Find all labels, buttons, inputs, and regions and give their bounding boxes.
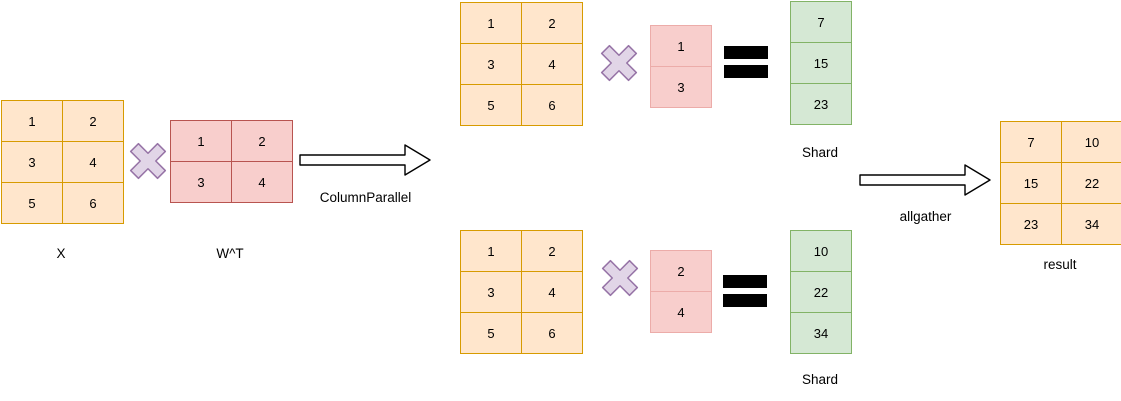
matrix-cell: 34 — [790, 312, 852, 354]
matrix-cell: 6 — [521, 312, 583, 354]
equals-icon — [724, 46, 768, 78]
matrix-cell: 4 — [231, 161, 293, 203]
matrix-cell: 5 — [460, 84, 522, 126]
matrix-cell: 7 — [1000, 121, 1062, 163]
matrix-cell: 2 — [521, 2, 583, 44]
matrix-cell: 10 — [1061, 121, 1121, 163]
matrix-cell: 2 — [62, 100, 124, 142]
label-allgather: allgather — [899, 209, 952, 224]
matrix-cell: 2 — [650, 250, 712, 292]
multiply-icon — [601, 259, 639, 297]
matrix-cell: 22 — [790, 271, 852, 313]
matrix-cell: 1 — [1, 100, 63, 142]
matrix-shard1-output: 7 15 23 — [790, 1, 852, 125]
matrix-cell: 4 — [521, 271, 583, 313]
matrix-cell: 3 — [460, 43, 522, 85]
matrix-cell: 7 — [790, 1, 852, 43]
matrix-cell: 5 — [460, 312, 522, 354]
matrix-cell: 23 — [1000, 203, 1062, 245]
label-shard1: Shard — [801, 145, 839, 160]
equals-icon — [723, 275, 767, 307]
matrix-cell: 1 — [170, 120, 232, 162]
matrix-cell: 1 — [650, 25, 712, 67]
matrix-cell: 15 — [790, 42, 852, 84]
matrix-cell: 15 — [1000, 162, 1062, 204]
matrix-cell: 1 — [460, 230, 522, 272]
label-result: result — [1043, 257, 1077, 272]
matrix-shard2-weight: 2 4 — [650, 250, 712, 333]
matrix-cell: 22 — [1061, 162, 1121, 204]
label-x-matrix: X — [56, 246, 66, 261]
matrix-cell: 3 — [460, 271, 522, 313]
matrix-cell: 5 — [1, 182, 63, 224]
label-wt-matrix: W^T — [216, 246, 244, 261]
label-column-parallel: ColumnParallel — [319, 190, 412, 205]
matrix-cell: 3 — [650, 66, 712, 108]
label-shard2: Shard — [801, 372, 839, 387]
matrix-cell: 1 — [460, 2, 522, 44]
matrix-cell: 4 — [521, 43, 583, 85]
matrix-cell: 2 — [231, 120, 293, 162]
multiply-icon — [600, 44, 638, 82]
matrix-cell: 34 — [1061, 203, 1121, 245]
matrix-cell: 4 — [62, 141, 124, 183]
multiply-icon — [129, 142, 167, 180]
matrix-cell: 2 — [521, 230, 583, 272]
matrix-cell: 4 — [650, 291, 712, 333]
matrix-cell: 23 — [790, 83, 852, 125]
right-arrow-icon — [859, 164, 991, 196]
matrix-cell: 3 — [170, 161, 232, 203]
matrix-shard2-output: 10 22 34 — [790, 230, 852, 354]
matrix-cell: 6 — [521, 84, 583, 126]
right-arrow-icon — [299, 144, 431, 176]
matrix-cell: 6 — [62, 182, 124, 224]
matrix-cell: 3 — [1, 141, 63, 183]
matrix-shard1-weight: 1 3 — [650, 25, 712, 108]
matrix-cell: 10 — [790, 230, 852, 272]
